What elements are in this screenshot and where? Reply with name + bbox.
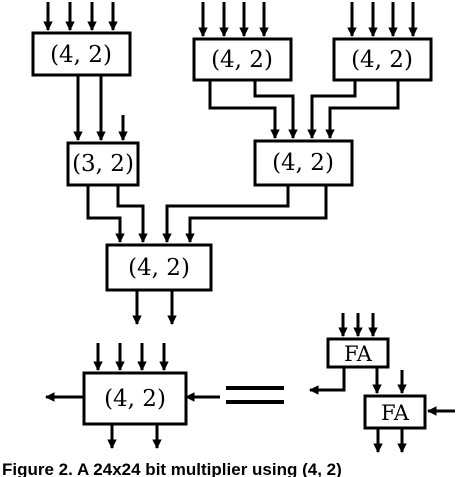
figure-caption: Figure 2. A 24x24 bit multiplier using (… (2, 460, 342, 477)
block-mid-left-label: (3, 2) (72, 151, 134, 177)
block-final: (4, 2) (105, 243, 213, 292)
fa-bottom-label: FA (381, 401, 410, 425)
block-top-right-box (332, 37, 433, 82)
block-final-label: (4, 2) (128, 255, 190, 281)
legend-block-label: (4, 2) (104, 386, 166, 412)
block-final-box (105, 243, 213, 292)
fa-bottom: FA (363, 394, 427, 430)
block-top-left-label: (4, 2) (50, 42, 112, 68)
fa-top: FA (326, 337, 390, 369)
block-top-right: (4, 2) (332, 37, 433, 82)
block-top-mid-label: (4, 2) (211, 47, 273, 73)
equals-bar-bottom (226, 400, 284, 404)
wires (43, 2, 455, 453)
block-mid-right: (4, 2) (253, 139, 354, 187)
block-mid-left: (3, 2) (66, 141, 140, 187)
block-mid-right-box (253, 139, 354, 187)
equals-bar-top (226, 386, 284, 390)
block-top-left: (4, 2) (31, 31, 132, 77)
fa-top-box (326, 337, 390, 369)
legend-block: (4, 2) (82, 371, 188, 426)
legend-block-box (82, 371, 188, 426)
block-top-right-label: (4, 2) (351, 47, 413, 73)
block-top-mid-box (192, 37, 293, 82)
fa-bottom-box (363, 394, 427, 430)
block-mid-left-box (66, 141, 140, 187)
fa-top-label: FA (344, 342, 373, 366)
block-top-mid: (4, 2) (192, 37, 293, 82)
block-mid-right-label: (4, 2) (272, 150, 334, 176)
equivalence-sign (226, 386, 284, 404)
block-top-left-box (31, 31, 132, 77)
